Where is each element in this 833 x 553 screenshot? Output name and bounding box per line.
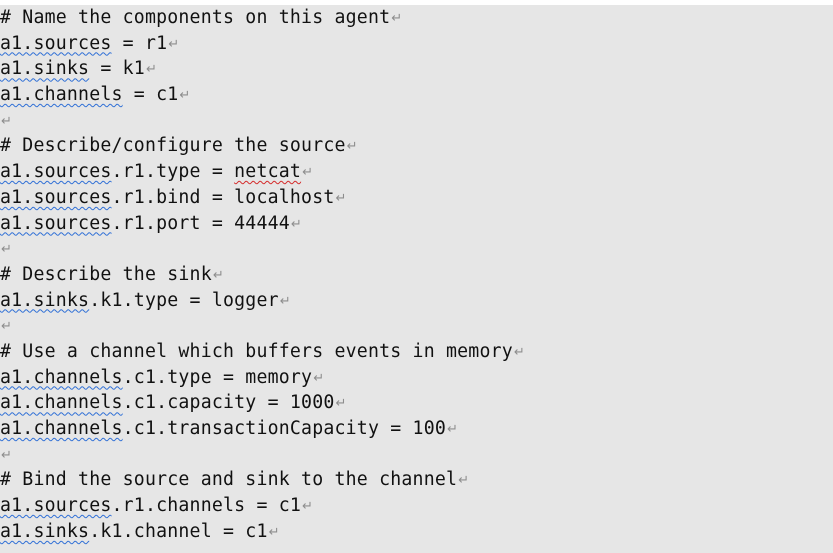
paragraph-mark-icon: ↵ [1, 319, 13, 335]
text-segment: = k1 [89, 58, 145, 80]
paragraph-mark-icon: ↵ [1, 447, 13, 463]
config-text-lines: # Name the components on this agent↵a1.s… [0, 5, 833, 544]
text-line[interactable]: a1.sinks.k1.type = logger↵ [0, 288, 833, 314]
text-segment: .r1.bind = localhost [111, 186, 335, 208]
text-segment: .k1.type = logger [89, 289, 279, 311]
text-segment: .k1.channel = c1 [89, 520, 268, 542]
paragraph-mark-icon: ↵ [513, 344, 525, 360]
text-segment: .r1.channels = c1 [111, 495, 302, 517]
paragraph-mark-icon: ↵ [335, 190, 347, 206]
paragraph-mark-icon: ↵ [313, 370, 325, 386]
spellchecked-word: a1.sinks [0, 289, 90, 311]
paragraph-mark-icon: ↵ [302, 499, 314, 515]
text-line[interactable]: ↵ [0, 108, 833, 134]
text-line[interactable]: # Describe the sink↵ [0, 262, 833, 288]
spellchecked-word: a1.sources [0, 212, 112, 234]
text-line[interactable]: a1.channels.c1.type = memory↵ [0, 365, 833, 391]
text-segment: = r1 [111, 32, 168, 54]
paragraph-mark-icon: ↵ [447, 422, 459, 437]
text-segment: .c1.capacity = 1000 [122, 392, 335, 414]
paragraph-mark-icon: ↵ [391, 11, 403, 26]
text-line[interactable]: a1.sources = r1↵ [0, 31, 833, 57]
paragraph-mark-icon: ↵ [268, 524, 280, 540]
paragraph-mark-icon: ↵ [145, 62, 158, 78]
text-segment: .r1.type = [111, 161, 235, 183]
text-line[interactable]: # Bind the source and sink to the channe… [0, 467, 833, 493]
spellchecked-word: a1.sources [0, 186, 112, 208]
text-line[interactable]: a1.channels = c1↵ [0, 82, 833, 108]
text-segment: = c1 [122, 84, 179, 106]
paragraph-mark-icon: ↵ [458, 473, 470, 489]
paragraph-mark-icon: ↵ [1, 242, 13, 258]
paragraph-mark-icon: ↵ [346, 139, 358, 155]
paragraph-mark-icon: ↵ [335, 396, 347, 412]
paragraph-mark-icon: ↵ [302, 165, 314, 181]
text-segment: # Name the components on this agent [0, 7, 391, 28]
text-line[interactable]: a1.sources.r1.channels = c1↵ [0, 493, 833, 519]
spellchecked-word: a1.sinks [0, 520, 90, 542]
paragraph-mark-icon: ↵ [279, 293, 291, 309]
text-line[interactable]: # Describe/configure the source↵ [0, 133, 833, 159]
paragraph-mark-icon: ↵ [168, 36, 180, 52]
spellchecked-word: a1.channels [0, 392, 123, 414]
text-segment: # Describe/configure the source [0, 135, 346, 157]
spellchecked-word: a1.sinks [0, 58, 90, 80]
text-line[interactable]: a1.sinks.k1.channel = c1↵ [0, 519, 833, 545]
spellchecked-word: a1.sources [0, 495, 112, 517]
text-segment: # Describe the sink [0, 263, 212, 285]
text-line[interactable]: # Name the components on this agent↵ [0, 5, 833, 31]
spellchecked-word: a1.channels [0, 84, 123, 106]
paragraph-mark-icon: ↵ [212, 267, 224, 283]
text-line[interactable]: a1.sinks = k1↵ [0, 56, 833, 82]
paragraph-mark-icon: ↵ [179, 88, 191, 104]
spellchecked-word: a1.sources [0, 32, 112, 54]
spellchecked-word: netcat [234, 161, 302, 183]
text-segment: .r1.port = 44444 [111, 212, 290, 234]
text-segment: # Bind the source and sink to the channe… [0, 469, 458, 491]
text-line[interactable]: ↵ [0, 313, 833, 339]
text-segment: .c1.transactionCapacity = 100 [122, 418, 447, 439]
spellchecked-word: a1.channels [0, 418, 123, 439]
text-segment: # Use a channel which buffers events in … [0, 340, 513, 362]
text-line[interactable]: ↵ [0, 442, 833, 468]
text-line[interactable]: a1.channels.c1.capacity = 1000↵ [0, 390, 833, 416]
text-line[interactable]: # Use a channel which buffers events in … [0, 339, 833, 365]
paragraph-mark-icon: ↵ [1, 113, 13, 129]
text-segment: .c1.type = memory [122, 366, 313, 388]
text-line[interactable]: a1.sources.r1.type = netcat↵ [0, 159, 833, 185]
document-page[interactable]: # Name the components on this agent↵a1.s… [0, 5, 833, 553]
spellchecked-word: a1.sources [0, 161, 112, 183]
paragraph-mark-icon: ↵ [290, 216, 302, 232]
text-line[interactable]: a1.sources.r1.port = 44444↵ [0, 211, 833, 237]
text-line[interactable]: ↵ [0, 236, 833, 262]
text-line[interactable]: a1.channels.c1.transactionCapacity = 100… [0, 416, 833, 442]
text-line[interactable]: a1.sources.r1.bind = localhost↵ [0, 185, 833, 211]
spellchecked-word: a1.channels [0, 366, 123, 388]
